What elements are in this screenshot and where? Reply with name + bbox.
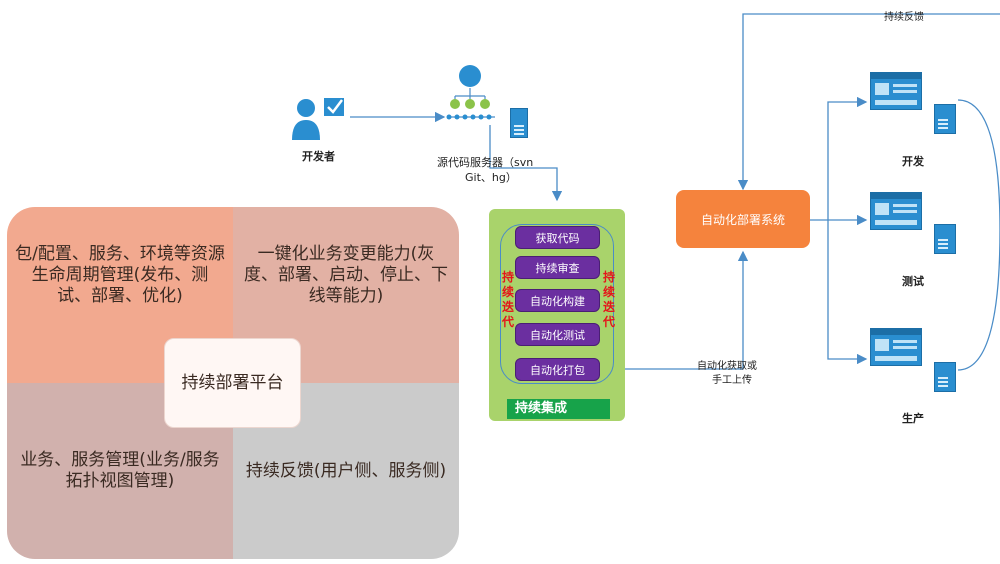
- source-server-label: 源代码服务器（svn: [437, 156, 534, 169]
- source-server-sublabel: Git、hg）: [465, 171, 517, 184]
- ci-title: 持续集成: [507, 399, 610, 419]
- ci-left-loop-label: 持 续 迭 代: [501, 270, 514, 329]
- env-prod-label: 生产: [902, 412, 924, 425]
- ci-step-build: 自动化构建: [515, 289, 600, 312]
- ci-step-review: 持续审查: [515, 256, 600, 279]
- ci-inner-loop: [500, 224, 614, 384]
- upload-label-line1: 自动化获取或: [697, 361, 757, 372]
- ci-right-loop-label: 持 续 迭 代: [602, 270, 615, 329]
- env-test-label: 测试: [902, 275, 924, 288]
- quadrant-lifecycle: 包/配置、服务、环境等资源生命周期管理(发布、测试、部署、优化): [7, 207, 233, 383]
- auto-deploy-system: 自动化部署系统: [676, 190, 810, 248]
- dev-window-icon: [870, 72, 922, 110]
- ci-step-package: 自动化打包: [515, 358, 600, 381]
- prod-server-icon: [934, 362, 956, 392]
- feedback-label: 持续反馈: [884, 12, 924, 23]
- ci-step-test: 自动化测试: [515, 323, 600, 346]
- developer-icon: [290, 96, 352, 146]
- source-server-icon: [443, 64, 503, 124]
- env-dev-label: 开发: [902, 155, 924, 168]
- test-server-icon: [934, 224, 956, 254]
- test-window-icon: [870, 192, 922, 230]
- developer-label: 开发者: [302, 150, 335, 163]
- ci-step-fetch-code: 获取代码: [515, 226, 600, 249]
- quadrant-continuous-feedback: 持续反馈(用户侧、服务侧): [233, 383, 459, 559]
- prod-window-icon: [870, 328, 922, 366]
- dev-server-icon: [934, 104, 956, 134]
- platform-panel: 包/配置、服务、环境等资源生命周期管理(发布、测试、部署、优化) 一键化业务变更…: [7, 207, 459, 559]
- platform-center-label: 持续部署平台: [164, 338, 301, 428]
- server-tower-icon: [510, 108, 528, 138]
- upload-label-line2: 手工上传: [712, 375, 752, 386]
